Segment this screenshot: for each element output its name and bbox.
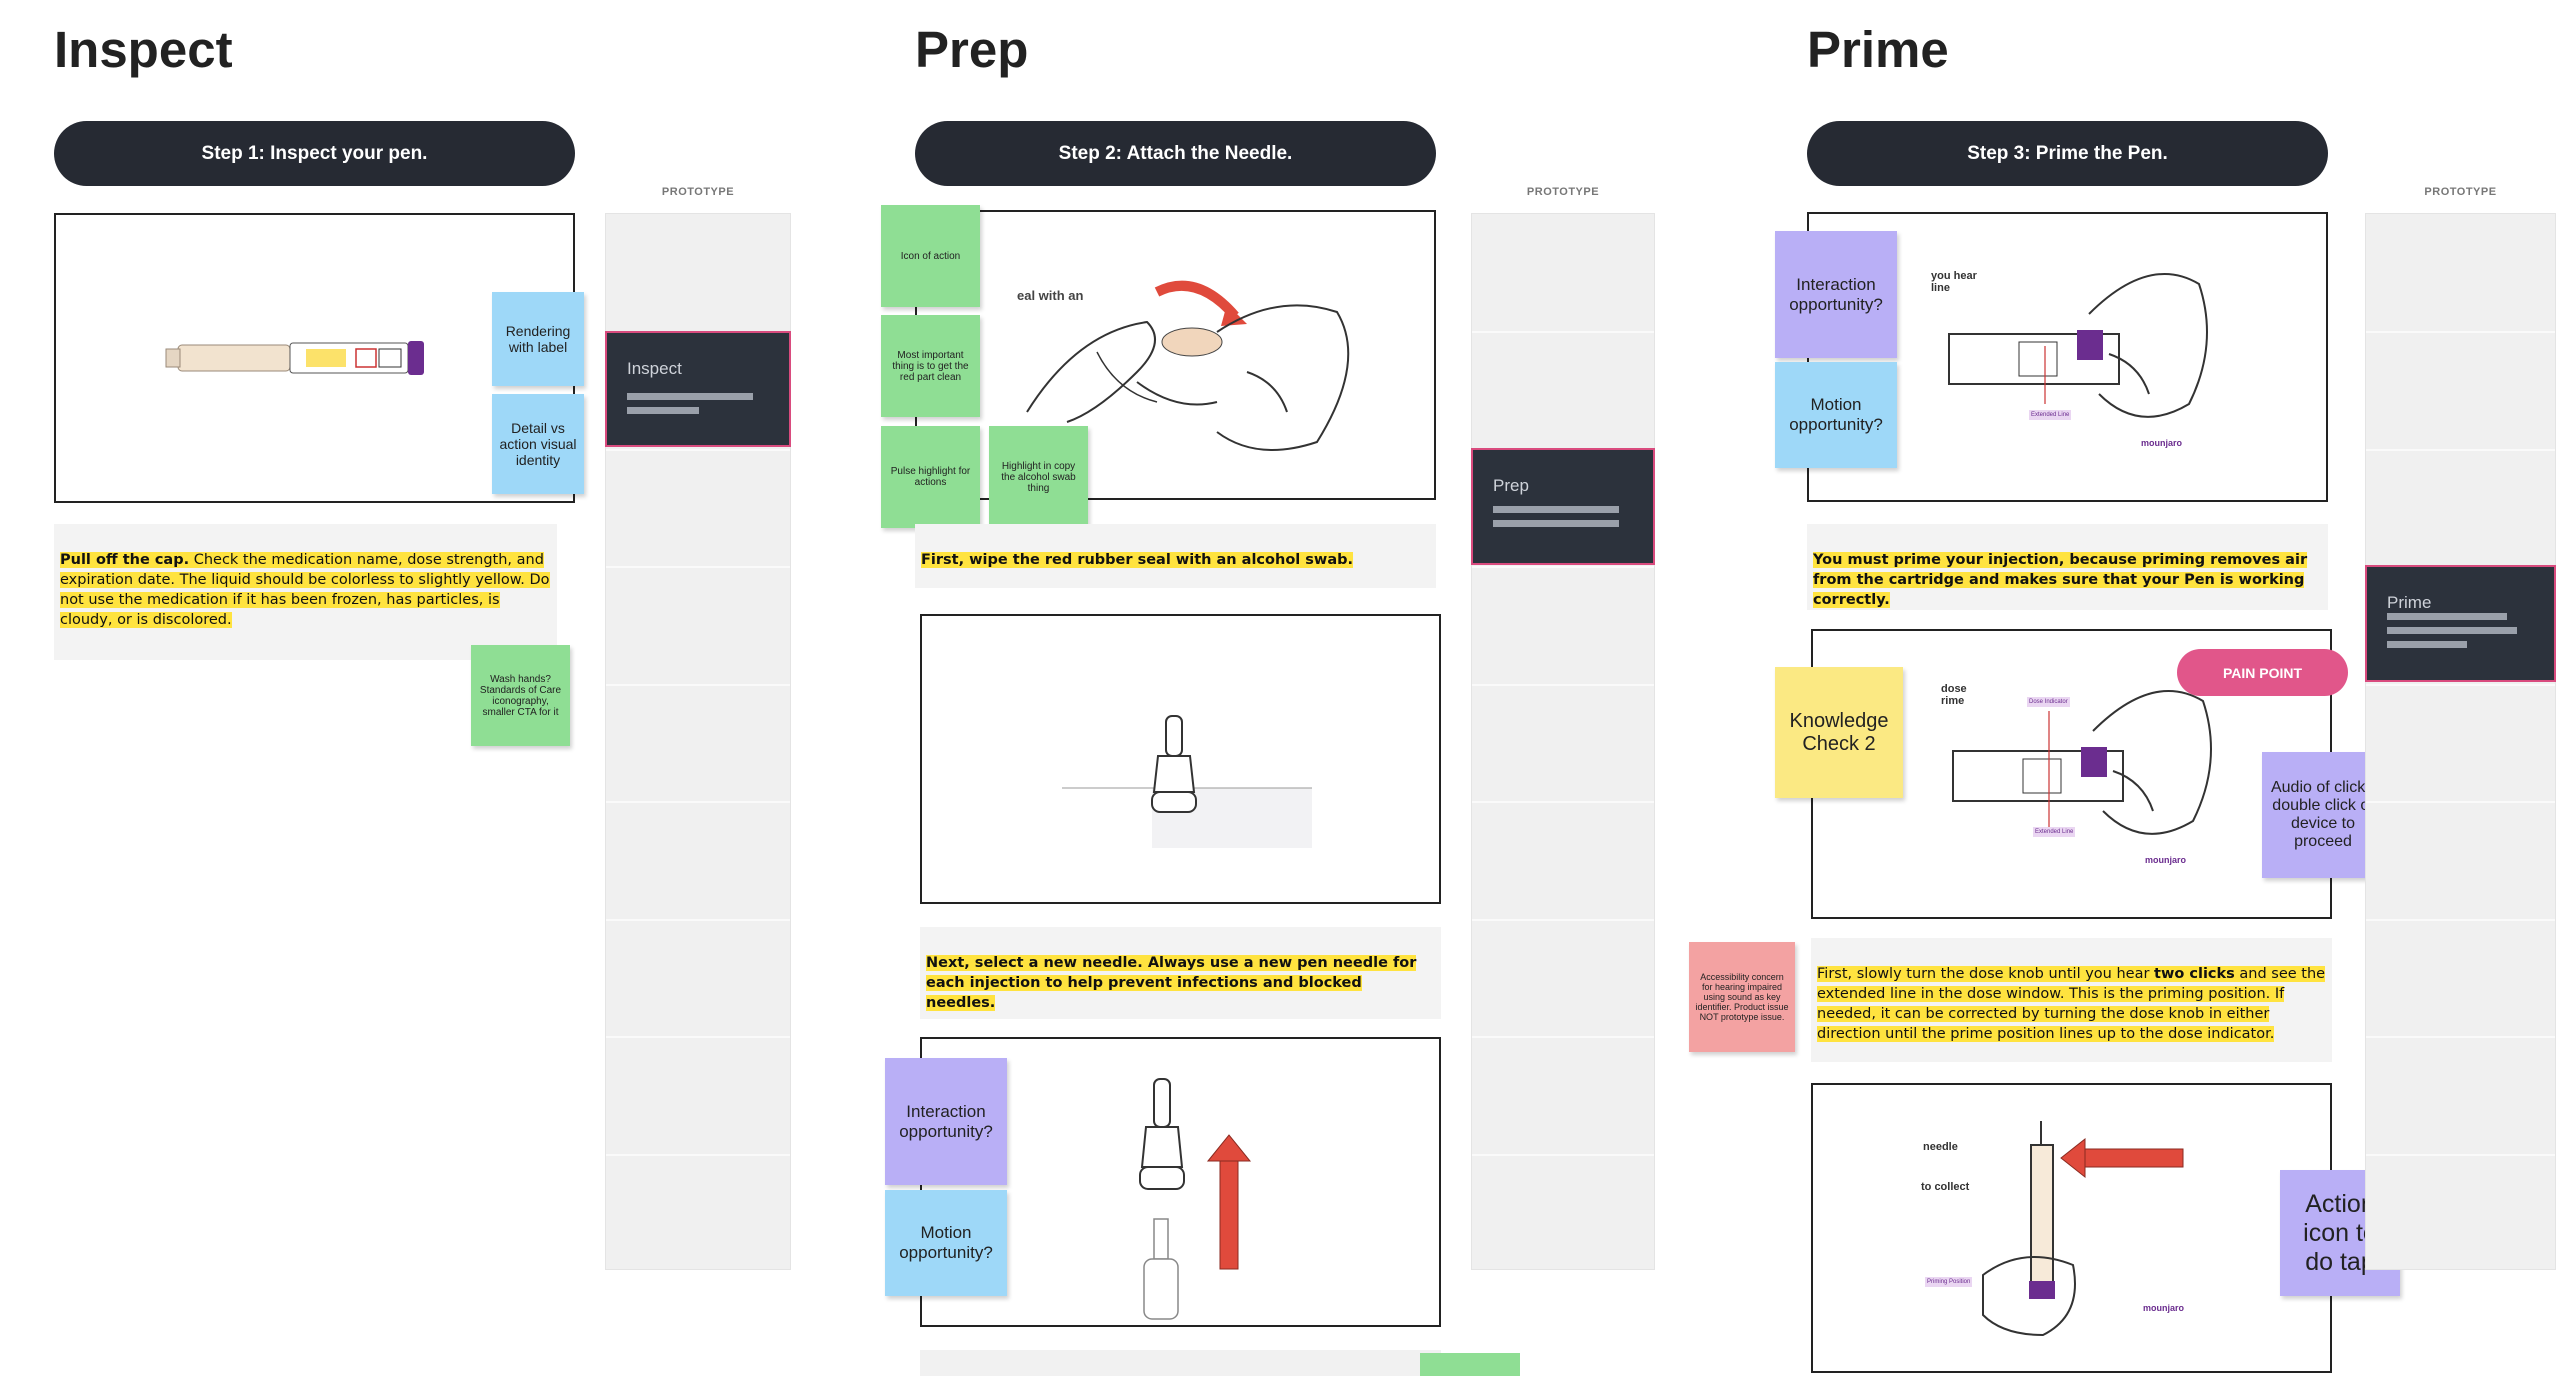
- prime-pen-illustration-3: [1982, 1121, 2184, 1337]
- prime-brand-3: mounjaro: [2143, 1303, 2185, 1313]
- sticky-prime-interaction[interactable]: Interaction opportunity?: [1775, 231, 1897, 358]
- prep-caption-2-text: Next, select a new needle. Always use a …: [926, 955, 1417, 1011]
- prime-title: Prime: [1807, 21, 1949, 78]
- step1-pill[interactable]: Step 1: Inspect your pen.: [54, 121, 575, 186]
- prep-caption-1: First, wipe the red rubber seal with an …: [915, 524, 1436, 588]
- prep-prototype-card[interactable]: Prep: [1471, 448, 1655, 565]
- inspect-card-label: Inspect: [627, 359, 682, 378]
- prime-illus1-text: you hear line: [1931, 270, 1977, 294]
- prime-caption-1: You must prime your injection, because p…: [1807, 524, 2328, 610]
- prime-brand-2: mounjaro: [2145, 855, 2187, 865]
- prep-title: Prep: [915, 21, 1029, 78]
- inspect-illustration-frame: [54, 213, 575, 503]
- prime-caption-2-a: First, slowly turn the dose knob until y…: [1817, 966, 2155, 982]
- sticky-accessibility[interactable]: Accessibility concern for hearing impair…: [1689, 942, 1795, 1052]
- sticky-prime-motion[interactable]: Motion opportunity?: [1775, 362, 1897, 468]
- prime-frame-3: needle to collect Priming Position mounj…: [1811, 1083, 2332, 1373]
- sticky-rendering[interactable]: Rendering with label: [492, 292, 584, 386]
- prime-pen-illustration-1: [1948, 273, 2208, 418]
- sticky-detail[interactable]: Detail vs action visual identity: [492, 394, 584, 494]
- hands-swab-illustration: [1026, 280, 1350, 451]
- prime-caption-2-b: two clicks: [2154, 966, 2235, 982]
- sticky-prep-motion[interactable]: Motion opportunity?: [885, 1190, 1007, 1296]
- prep-prototype-label: PROTOTYPE: [1526, 186, 1600, 198]
- prime-prototype-label: PROTOTYPE: [2424, 186, 2497, 198]
- prime-illus2-label2: Extended Line: [2033, 827, 2076, 837]
- pain-point-badge[interactable]: PAIN POINT: [2177, 649, 2348, 696]
- sticky-partial[interactable]: [1420, 1353, 1520, 1376]
- prime-prototype-card[interactable]: Prime: [2365, 565, 2556, 682]
- prep-caption-1-text: First, wipe the red rubber seal with an …: [921, 552, 1353, 568]
- prep-card-label: Prep: [1493, 476, 1529, 495]
- sticky-knowledge-check[interactable]: Knowledge Check 2: [1775, 667, 1903, 798]
- prime-illus2-label1: Dose Indicator: [2027, 697, 2070, 707]
- prime-caption-1-text: You must prime your injection, because p…: [1813, 552, 2308, 608]
- inspect-title: Inspect: [54, 21, 233, 78]
- sticky-pulse-highlight[interactable]: Pulse highlight for actions: [881, 426, 980, 528]
- prime-illus3-label: Priming Position: [1925, 1277, 1973, 1287]
- step3-pill[interactable]: Step 3: Prime the Pen.: [1807, 121, 2328, 186]
- prime-illus3-text2: to collect: [1921, 1181, 1970, 1193]
- sticky-wash-hands[interactable]: Wash hands? Standards of Care iconograph…: [471, 645, 570, 746]
- needle-illustration: [1062, 715, 1312, 848]
- prime-caption-2: First, slowly turn the dose knob until y…: [1811, 938, 2332, 1062]
- prime-illus3-text1: needle: [1923, 1141, 1958, 1153]
- pen-illustration: [165, 341, 424, 375]
- prep-prototype-strip: [1471, 213, 1655, 1270]
- inspect-caption-bold: Pull off the cap.: [60, 552, 190, 568]
- inspect-caption: Pull off the cap. Check the medication n…: [54, 524, 557, 660]
- sticky-audio-click[interactable]: Audio of click - double click of device …: [2262, 752, 2384, 878]
- prime-illus1-label: Extended Line: [2029, 410, 2072, 420]
- prime-pen-illustration-2: [1952, 690, 2212, 835]
- prep-swab-text: eal with an: [1017, 288, 1084, 303]
- sticky-highlight-copy[interactable]: Highlight in copy the alcohol swab thing: [989, 426, 1088, 528]
- inspect-prototype-card[interactable]: Inspect: [605, 331, 791, 447]
- prime-prototype-strip: [2365, 213, 2556, 1270]
- step2-pill[interactable]: Step 2: Attach the Needle.: [915, 121, 1436, 186]
- sticky-icon-of-action[interactable]: Icon of action: [881, 205, 980, 307]
- sticky-prep-interaction[interactable]: Interaction opportunity?: [885, 1058, 1007, 1185]
- inspect-prototype-label: PROTOTYPE: [661, 186, 735, 198]
- prep-caption-2: Next, select a new needle. Always use a …: [920, 927, 1441, 1019]
- prime-brand-1: mounjaro: [2141, 438, 2183, 448]
- prep-needle-frame: [920, 614, 1441, 904]
- attach-needle-illustration: [1139, 1078, 1252, 1320]
- prime-card-label: Prime: [2387, 593, 2432, 612]
- sticky-most-important[interactable]: Most important thing is to get the red p…: [881, 315, 980, 417]
- prep-caption-3: [920, 1350, 1441, 1376]
- prime-illus2-text: dose rime: [1941, 683, 1967, 707]
